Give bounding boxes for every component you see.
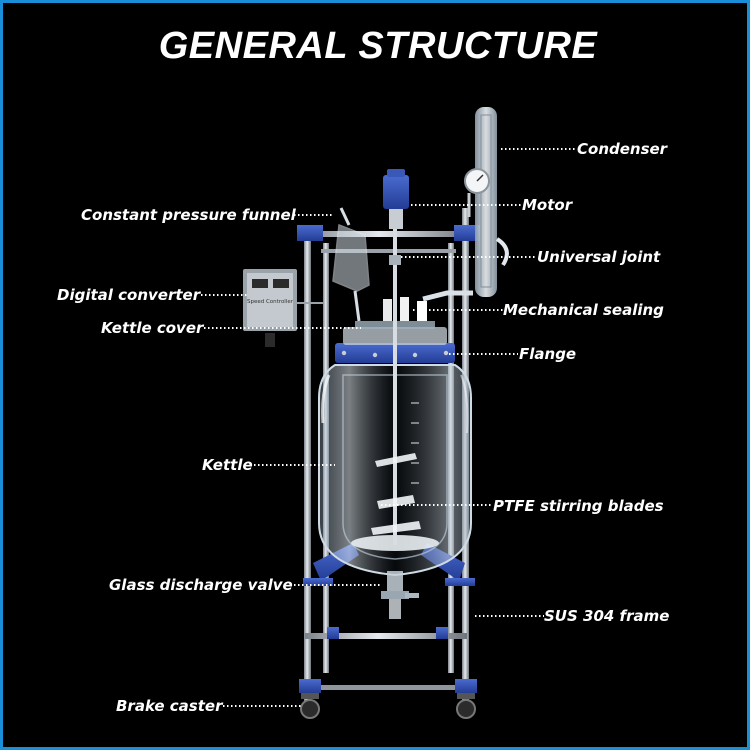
digital-converter-box: Speed Controller [243,269,323,347]
motor [383,169,409,229]
reactor-illustration: Speed Controller [201,107,576,719]
label-brake-caster: Brake caster [116,697,223,715]
leader-lines [201,148,576,707]
label-condenser: Condenser [577,140,668,158]
constant-pressure-funnel [332,207,370,322]
label-kettle-cover: Kettle cover [101,319,204,337]
device-panel-text: Speed Controller [247,299,294,305]
label-flange: Flange [519,345,577,363]
pressure-gauge [464,168,490,217]
label-mechanical-sealing: Mechanical sealing [503,301,664,319]
page-title: GENERAL STRUCTURE [158,25,598,67]
label-discharge-valve: Glass discharge valve [109,576,293,594]
label-motor: Motor [522,196,573,214]
label-digital-converter: Digital converter [57,286,201,304]
label-sus-frame: SUS 304 frame [544,607,670,625]
brake-casters [300,693,476,719]
glass-discharge-valve [381,571,419,619]
label-ptfe-blades: PTFE stirring blades [493,497,664,515]
label-kettle: Kettle [202,456,253,474]
condenser [475,107,509,297]
label-universal-joint: Universal joint [537,248,661,266]
label-pressure-funnel: Constant pressure funnel [81,206,296,224]
